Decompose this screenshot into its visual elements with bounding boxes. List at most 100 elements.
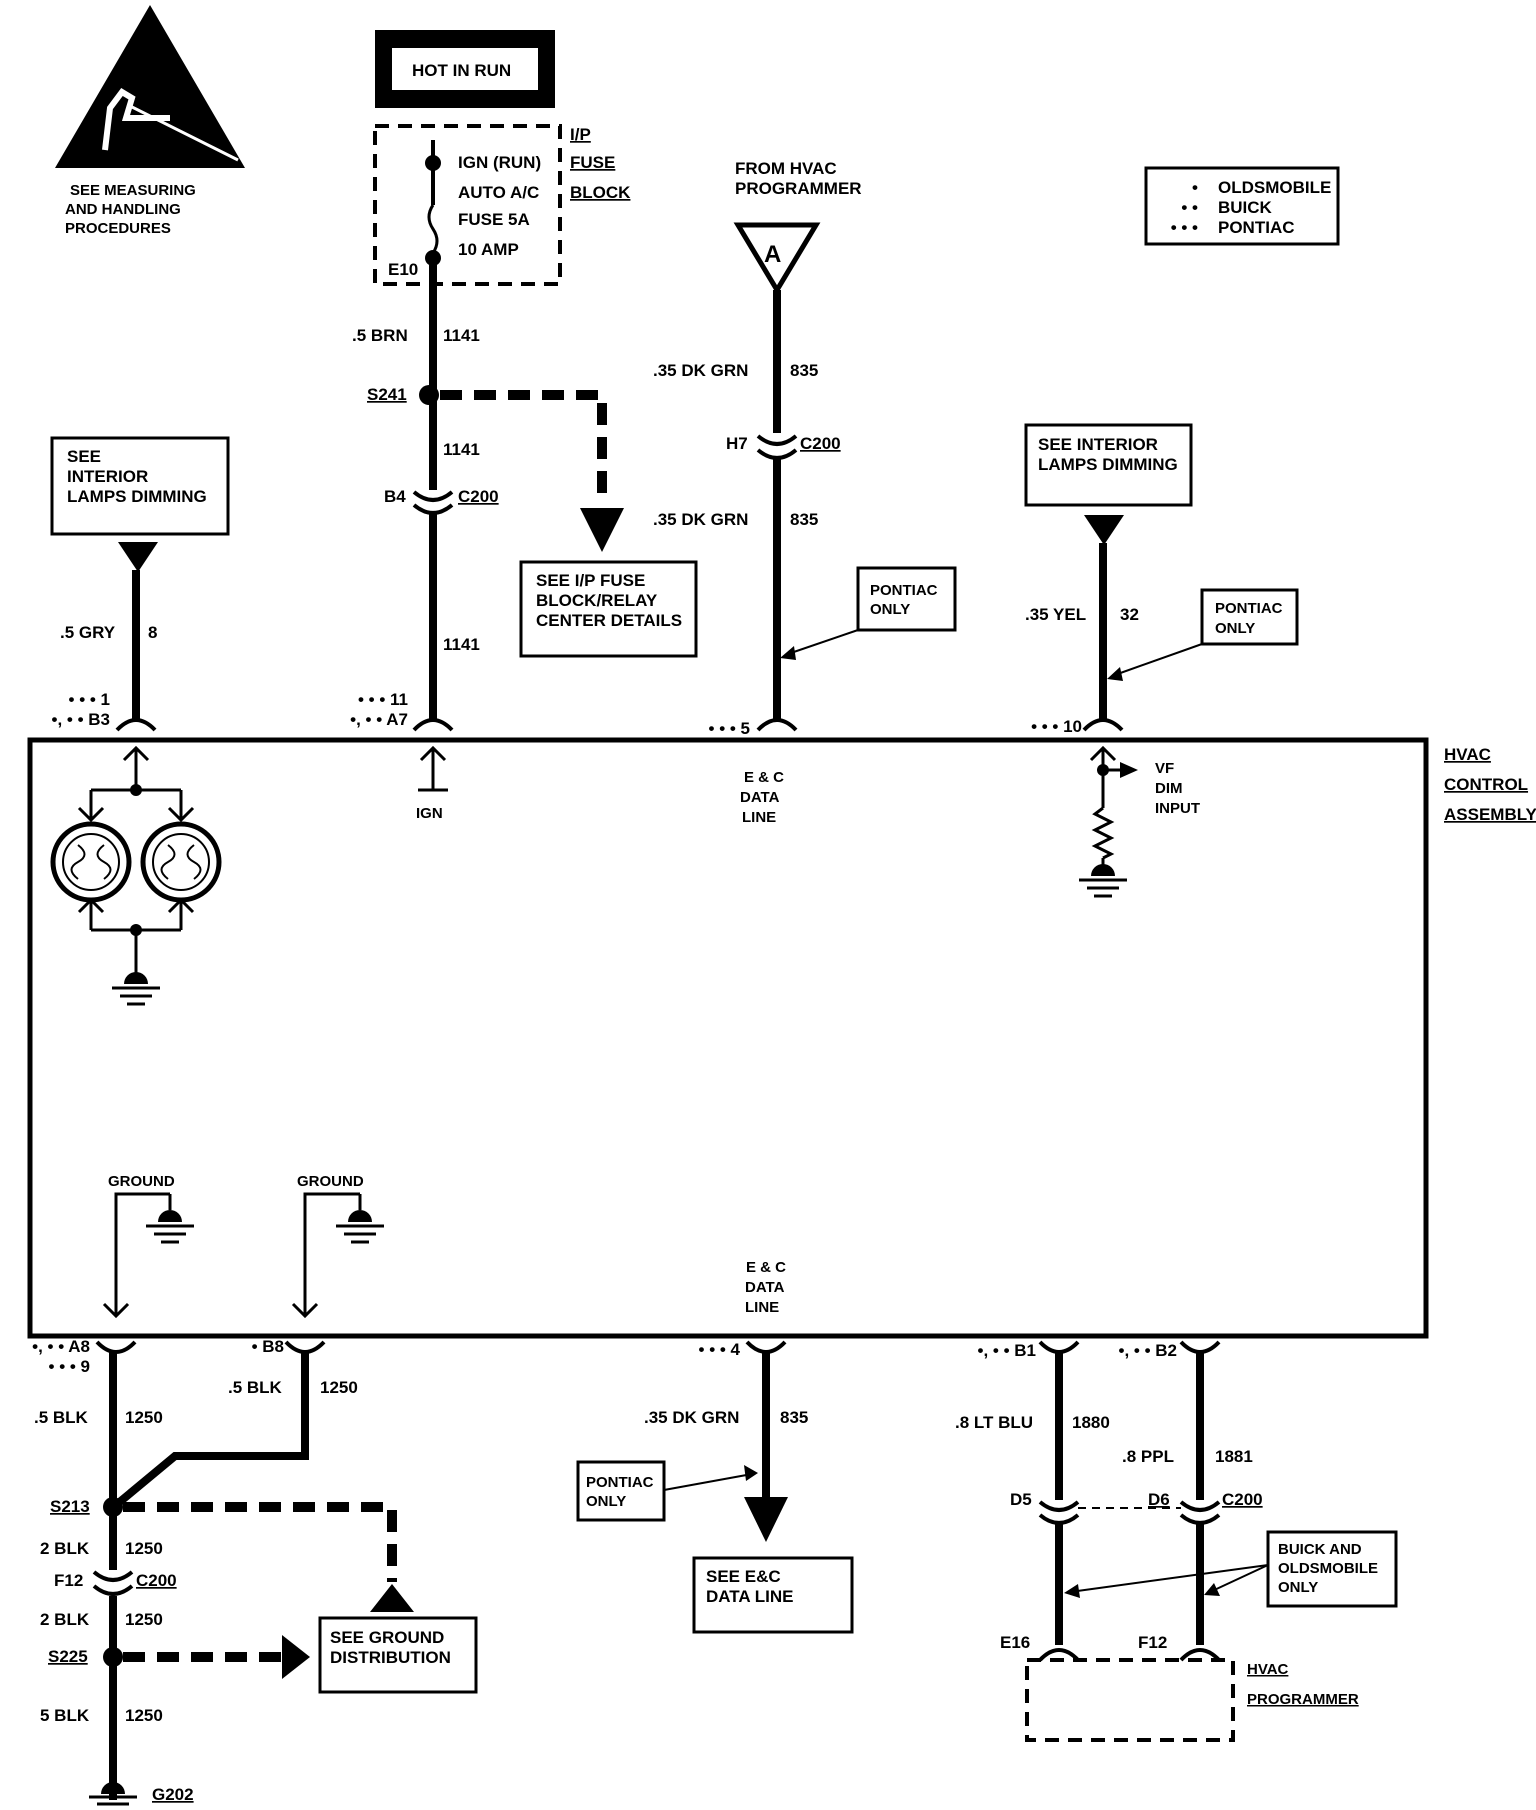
from-hvac-line-1: FROM HVAC xyxy=(735,159,837,178)
esd-warning-icon xyxy=(55,5,245,168)
right-arrow-icon xyxy=(282,1635,310,1679)
pin-label-4: • • • 4 xyxy=(699,1340,741,1359)
ground-icon xyxy=(1079,864,1127,898)
legend-label-1: OLDSMOBILE xyxy=(1218,178,1331,197)
hvac-control-assembly-box xyxy=(27,737,1429,1339)
ground-label-2: GROUND xyxy=(297,1173,364,1190)
s241-splice-icon xyxy=(419,385,439,405)
vf-dim-line-3: INPUT xyxy=(1155,800,1200,817)
pin-label-a7: •, • • A7 xyxy=(350,710,408,729)
pin-label-a8: •, • • A8 xyxy=(32,1337,90,1356)
pontiac-only-box-1 xyxy=(856,566,957,632)
wire-b8-number: 1250 xyxy=(320,1378,358,1397)
ground-icon xyxy=(112,972,160,1006)
warning-line-3: PROCEDURES xyxy=(65,220,171,237)
vf-dim-circuit xyxy=(1089,745,1122,872)
assembly-title-2: CONTROL xyxy=(1444,775,1528,794)
fuse-details-box xyxy=(519,560,698,658)
fuse-block-title-2: FUSE xyxy=(570,153,615,172)
pontiac-only-3-line-1: PONTIAC xyxy=(586,1474,654,1491)
s225-splice-icon xyxy=(103,1647,123,1667)
interior-dim-left-line-2: INTERIOR xyxy=(67,467,148,486)
data-line-top-3: LINE xyxy=(742,809,776,826)
c200-f12-connector-icon xyxy=(92,1570,134,1582)
pin-label-5: • • • 5 xyxy=(709,719,750,738)
wire-b8-color: .5 BLK xyxy=(228,1378,283,1397)
pin-label-9: • • • 9 xyxy=(49,1357,90,1376)
fuse-icon xyxy=(427,204,439,254)
wire-3-color: 2 BLK xyxy=(40,1610,90,1629)
buick-olds-only-box xyxy=(1266,1530,1398,1608)
pin-label-b1: •, • • B1 xyxy=(978,1341,1036,1360)
assembly-title-3: ASSEMBLY xyxy=(1444,805,1536,824)
s213-dashed-feed xyxy=(123,1502,397,1582)
ground-dist-line-1: SEE GROUND xyxy=(330,1628,444,1647)
wire-1881-color: .8 PPL xyxy=(1122,1447,1174,1466)
wire-835-color: .35 DK GRN xyxy=(653,361,748,380)
fuse-details-line-2: BLOCK/RELAY xyxy=(536,591,658,610)
wire-835-bottom-color: .35 DK GRN xyxy=(644,1408,739,1427)
c200-label-4: C200 xyxy=(1222,1490,1263,1509)
wire-1881-number: 1881 xyxy=(1215,1447,1253,1466)
ground-dist-line-2: DISTRIBUTION xyxy=(330,1648,451,1667)
c200-label-2: C200 xyxy=(800,434,841,453)
data-line-top-1: E & C xyxy=(744,769,784,786)
wire-32-color: .35 YEL xyxy=(1025,605,1086,624)
wire-1141-number-3: 1141 xyxy=(443,635,480,654)
from-hvac-line-2: PROGRAMMER xyxy=(735,179,862,198)
hvac-programmer-outline xyxy=(1025,1658,1235,1742)
wire-1880-number: 1880 xyxy=(1072,1413,1110,1432)
connector-a-icon xyxy=(733,222,821,295)
connector-a-label: A xyxy=(764,241,781,268)
pin-f12: F12 xyxy=(1138,1633,1167,1652)
fuse-line-4: 10 AMP xyxy=(458,240,519,259)
up-arrow-icon xyxy=(370,1584,414,1612)
pontiac-only-1-line-2: ONLY xyxy=(870,601,910,618)
buick-olds-line-3: ONLY xyxy=(1278,1579,1318,1596)
pin-label-1: • • • 1 xyxy=(69,690,110,709)
fuse-line-2: AUTO A/C xyxy=(458,183,539,202)
pontiac-only-1-line-1: PONTIAC xyxy=(870,582,938,599)
legend-dots-1: • xyxy=(1192,178,1198,197)
fuse-line-3: FUSE 5A xyxy=(458,210,530,229)
data-line-bottom-2: DATA xyxy=(745,1279,785,1296)
hvac-programmer-line-2: PROGRAMMER xyxy=(1247,1691,1359,1708)
ground-g202: G202 xyxy=(152,1785,194,1804)
c200-pin-h7: H7 xyxy=(726,434,748,453)
vf-dim-line-2: DIM xyxy=(1155,780,1183,797)
fuse-details-line-3: CENTER DETAILS xyxy=(536,611,682,630)
vf-dim-line-1: VF xyxy=(1155,760,1174,777)
c200-h7-connector-icon xyxy=(756,434,798,446)
pontiac-only-2-line-2: ONLY xyxy=(1215,620,1255,637)
pin-label-b2: •, • • B2 xyxy=(1119,1341,1177,1360)
inward-arrow-icon xyxy=(118,542,158,572)
ground-distribution-box xyxy=(318,1616,478,1694)
bulb-icon xyxy=(50,821,132,903)
splice-s241: S241 xyxy=(367,385,407,404)
data-line-bottom-1: E & C xyxy=(746,1259,786,1276)
pin-label-b8: • B8 xyxy=(252,1337,284,1356)
fuse-block-title-1: I/P xyxy=(570,125,591,144)
ign-label: IGN xyxy=(416,805,443,822)
wire-a8-color: .5 BLK xyxy=(34,1408,89,1427)
ground-icon xyxy=(336,1210,384,1244)
legend-label-3: PONTIAC xyxy=(1218,218,1295,237)
warning-line-2: AND HANDLING xyxy=(65,201,181,218)
wire-835-color-2: .35 DK GRN xyxy=(653,510,748,529)
fuse-block-outline xyxy=(373,124,562,286)
pin-label-11: • • • 11 xyxy=(358,690,408,709)
buick-olds-line-2: OLDSMOBILE xyxy=(1278,1560,1378,1577)
a7-terminal-icon xyxy=(412,718,454,732)
buick-olds-line-1: BUICK AND xyxy=(1278,1541,1362,1558)
pin-label-b3: •, • • B3 xyxy=(52,710,110,729)
pontiac-only-2-line-1: PONTIAC xyxy=(1215,600,1283,617)
c200-pin-b4: B4 xyxy=(384,487,406,506)
c200-pin-d6: D6 xyxy=(1148,1490,1170,1509)
see-ec-line-1: SEE E&C xyxy=(706,1567,781,1586)
fuse-line-1: IGN (RUN) xyxy=(458,153,541,172)
pontiac-only-box-3 xyxy=(576,1460,666,1522)
pontiac-only-box-2 xyxy=(1200,588,1299,646)
wire-2-color: 2 BLK xyxy=(40,1539,90,1558)
c200-pin-d5: D5 xyxy=(1010,1490,1032,1509)
